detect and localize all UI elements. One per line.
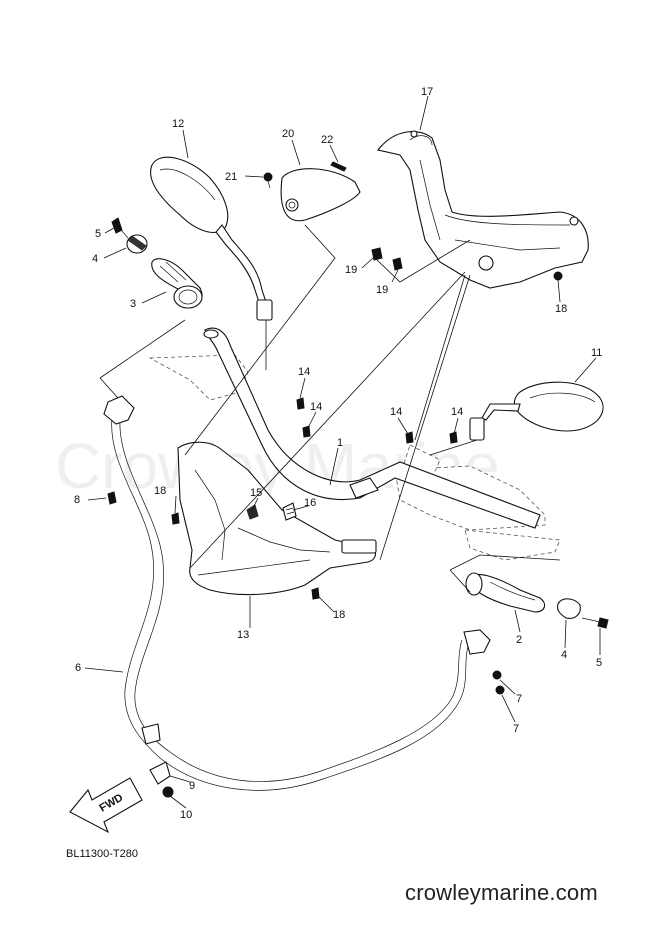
cable-6 — [103, 395, 491, 791]
site-url[interactable]: crowleymarine.com — [405, 880, 598, 905]
callout-15: 15 — [250, 487, 262, 499]
cover-20 — [280, 168, 361, 222]
callout-19: 19 — [345, 264, 357, 276]
callout-4: 4 — [92, 253, 98, 265]
callout-14: 14 — [298, 366, 310, 378]
lower-cover-13 — [177, 441, 377, 596]
callout-13: 13 — [237, 629, 249, 641]
callout-11: 11 — [591, 347, 602, 359]
handlebar — [203, 327, 541, 529]
callout-7: 7 — [516, 693, 522, 705]
callout-5: 5 — [95, 228, 101, 240]
callout-4: 4 — [561, 649, 567, 661]
callout-17: 17 — [421, 86, 433, 98]
callout-10: 10 — [180, 809, 192, 821]
mirror-left — [150, 156, 273, 321]
upper-cover-17 — [377, 130, 589, 289]
callout-5: 5 — [596, 657, 602, 669]
fwd-arrow: FWD — [69, 777, 143, 834]
callout-19: 19 — [376, 284, 388, 296]
callout-20: 20 — [282, 128, 294, 140]
callout-1: 1 — [337, 437, 343, 449]
screw-left-5 — [111, 217, 129, 239]
callout-18: 18 — [333, 609, 345, 621]
callout-8: 8 — [74, 494, 80, 506]
clip-16 — [282, 502, 297, 521]
callout-21: 21 — [225, 171, 237, 183]
screw-8 — [107, 491, 117, 505]
grip-right — [465, 572, 546, 613]
screw-right-5 — [581, 617, 609, 629]
clip-22 — [330, 161, 347, 172]
bolt-10 — [162, 786, 174, 798]
callout-7: 7 — [513, 723, 519, 735]
callout-2: 2 — [516, 634, 522, 646]
callout-22: 22 — [321, 134, 333, 146]
grip-left — [151, 258, 203, 309]
screws-18 — [171, 271, 563, 600]
callout-16: 16 — [304, 497, 316, 509]
bar-end-right — [556, 598, 581, 619]
leader-lines — [84, 95, 601, 809]
callout-14: 14 — [390, 406, 402, 418]
callout-18: 18 — [154, 485, 166, 497]
callout-6: 6 — [75, 662, 81, 674]
callout-3: 3 — [130, 298, 136, 310]
callouts: 1 2 3 4 4 5 5 6 7 7 8 9 10 11 12 13 14 1… — [74, 86, 602, 821]
drawing-code: BL11300-T280 — [66, 848, 138, 860]
callout-12: 12 — [172, 118, 184, 130]
callout-9: 9 — [189, 780, 195, 792]
screws-7 — [492, 670, 505, 695]
bolt-21 — [263, 172, 273, 189]
callout-14: 14 — [310, 401, 322, 413]
callout-18: 18 — [555, 303, 567, 315]
clip-15 — [246, 504, 259, 520]
bar-end-left — [126, 234, 148, 254]
screws-19 — [371, 247, 403, 271]
callout-14: 14 — [451, 406, 463, 418]
mirror-right — [469, 381, 604, 441]
